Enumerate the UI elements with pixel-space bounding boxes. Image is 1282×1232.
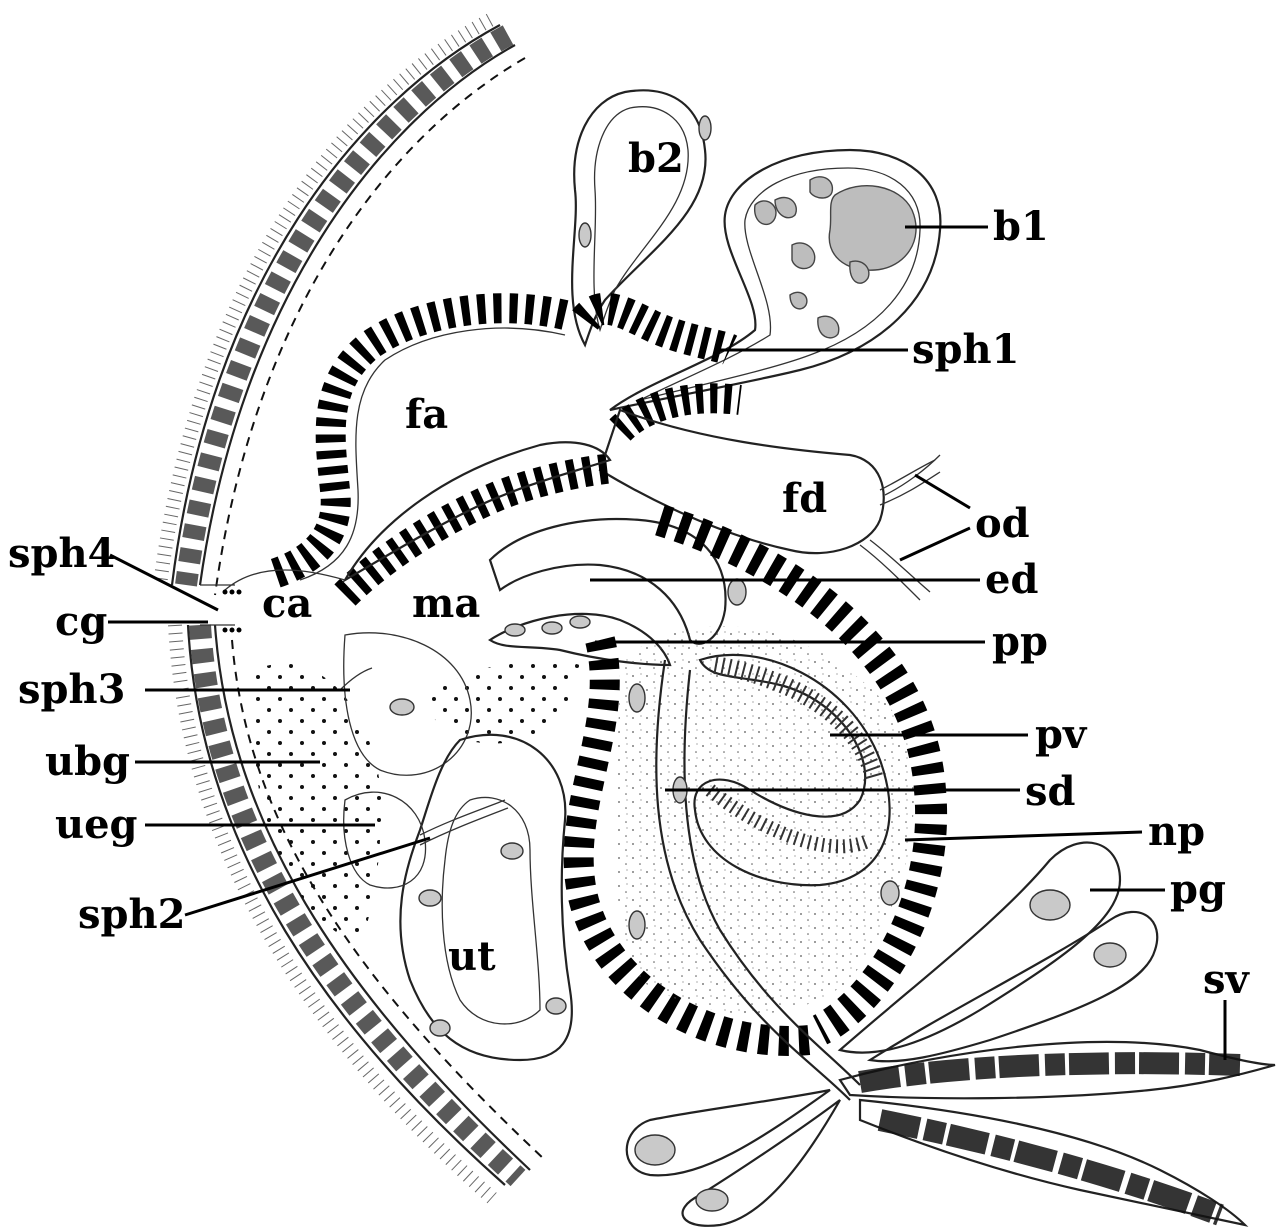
- label-ca: ca: [262, 580, 312, 627]
- label-ubg: ubg: [45, 738, 130, 785]
- label-sph2: sph2: [78, 891, 185, 938]
- label-ueg: ueg: [55, 801, 138, 848]
- label-sph1: sph1: [912, 326, 1019, 373]
- female-duct: [600, 410, 940, 553]
- label-ma: ma: [412, 580, 480, 627]
- male-antrum: [345, 442, 615, 595]
- sphincter-sph1: [585, 309, 740, 430]
- label-sd: sd: [1025, 768, 1076, 815]
- label-sph3: sph3: [18, 666, 125, 713]
- label-fd: fd: [782, 475, 827, 522]
- label-ed: ed: [985, 556, 1038, 603]
- label-sph4: sph4: [8, 530, 115, 577]
- label-pv: pv: [1035, 711, 1088, 758]
- label-b1: b1: [993, 203, 1049, 250]
- label-cg: cg: [55, 598, 107, 645]
- label-b2: b2: [628, 135, 684, 182]
- label-sv: sv: [1203, 956, 1251, 1003]
- label-fa: fa: [405, 391, 448, 438]
- label-od: od: [975, 500, 1030, 547]
- label-pp: pp: [992, 618, 1048, 665]
- seminal-vesicles: [840, 1042, 1275, 1225]
- label-ut: ut: [448, 933, 496, 980]
- oviducts: [860, 455, 940, 600]
- label-np: np: [1148, 808, 1205, 855]
- label-pg: pg: [1170, 866, 1226, 913]
- bursa-b1: [610, 150, 940, 410]
- penis-bulb: [579, 520, 931, 1041]
